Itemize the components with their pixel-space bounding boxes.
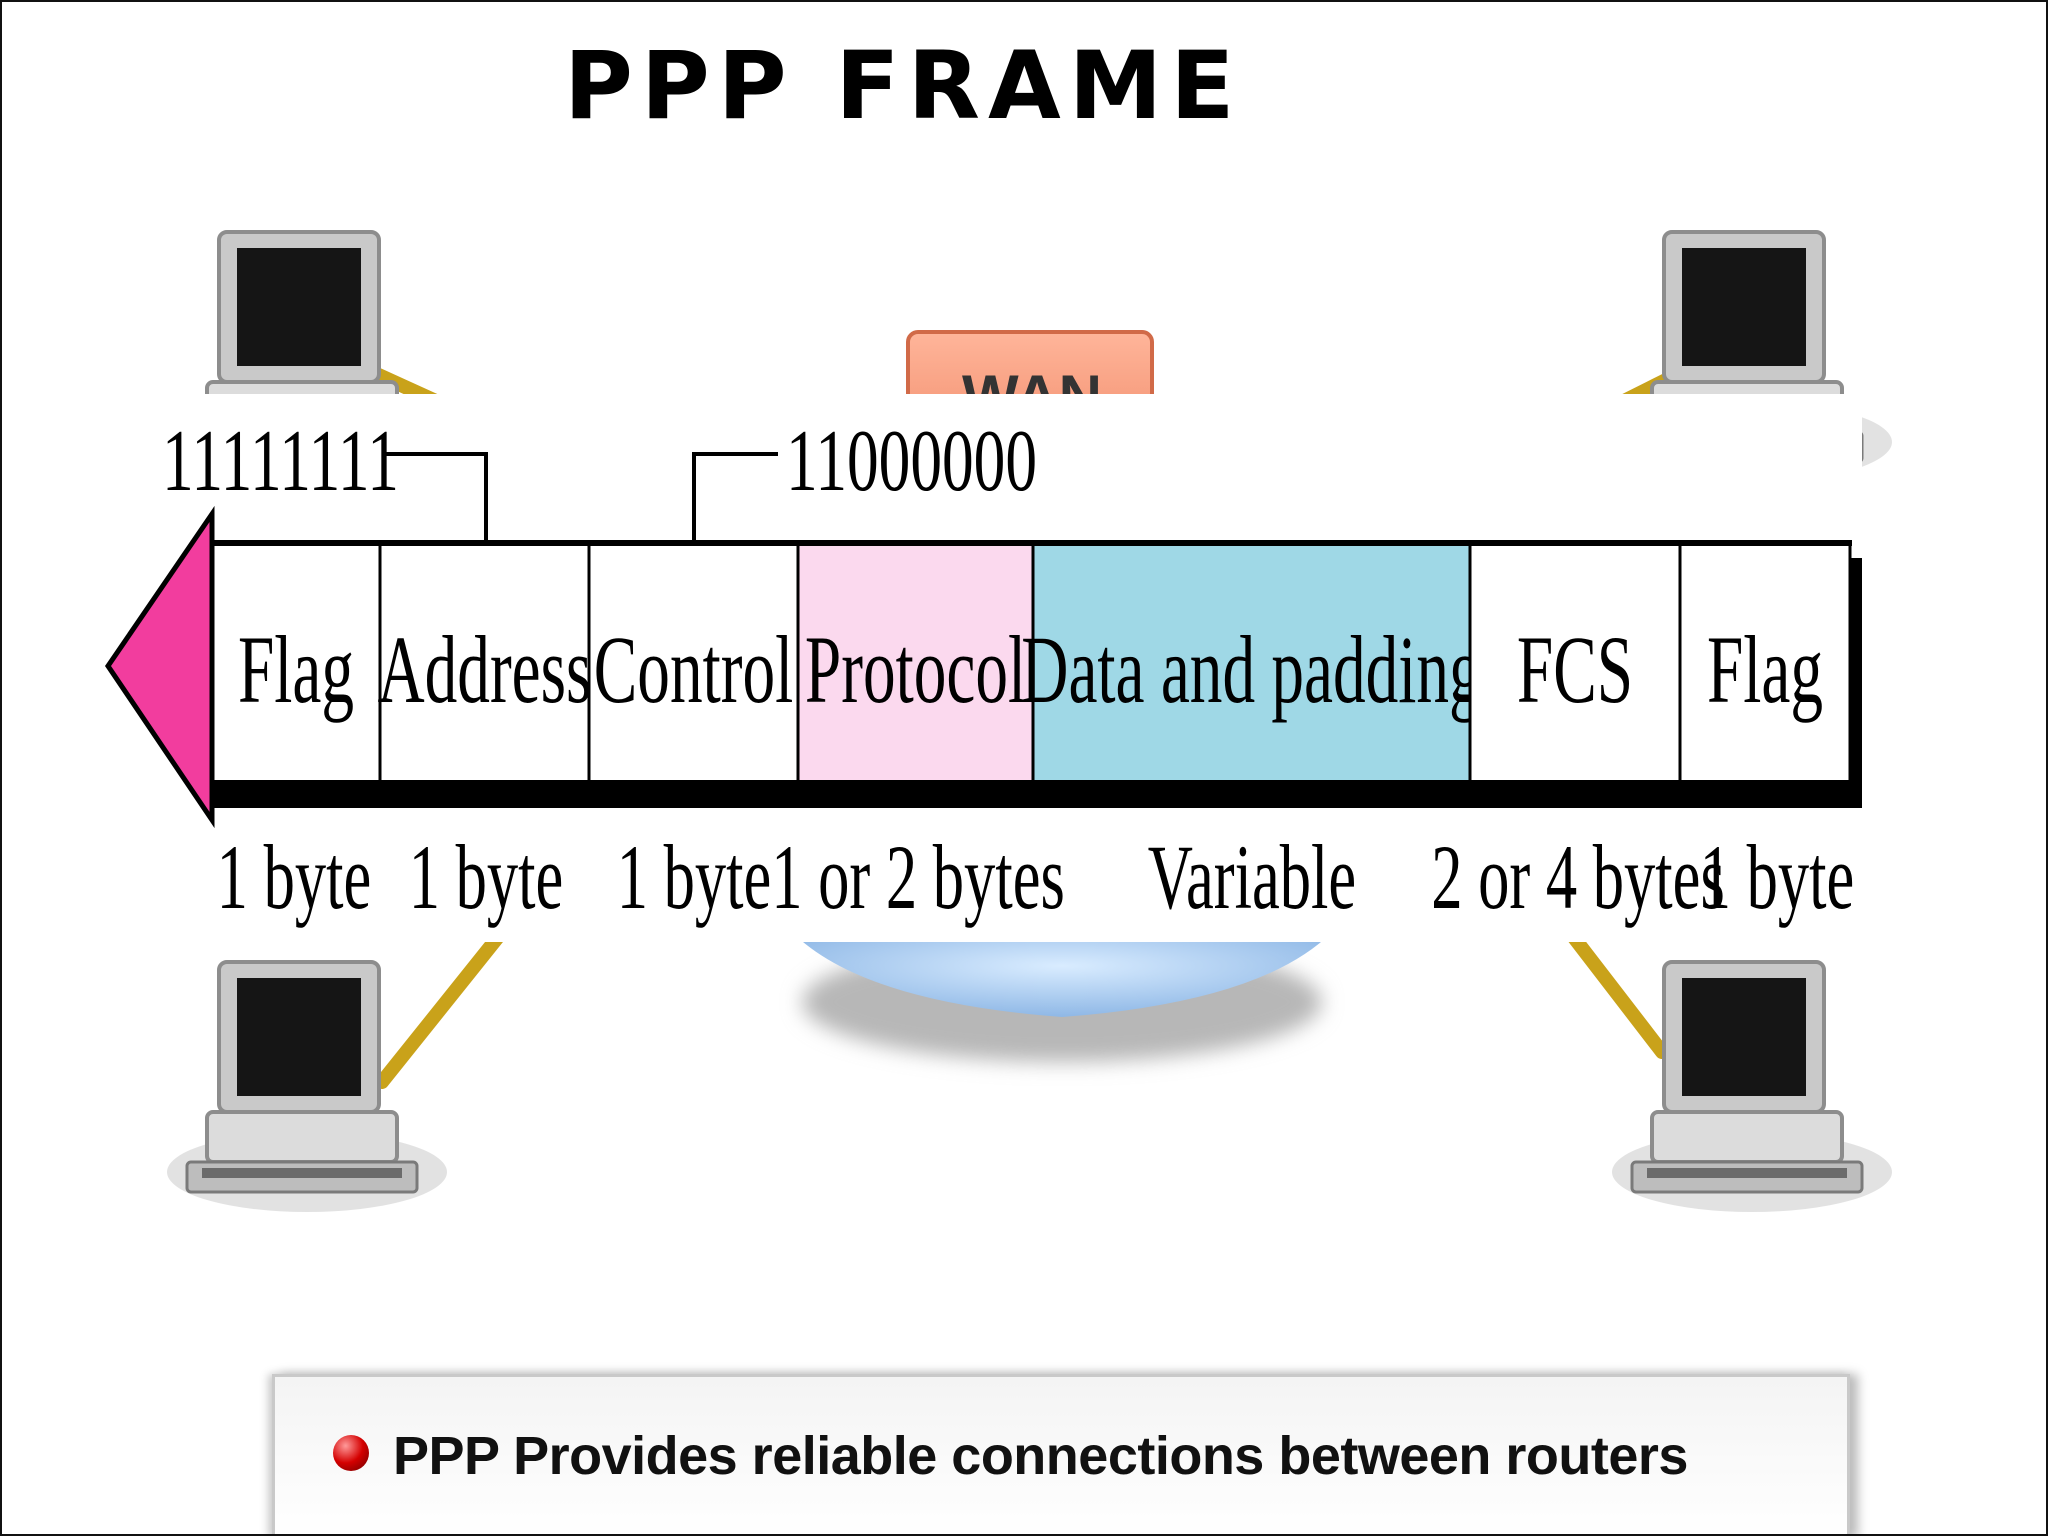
frame-field-label: Flag	[1707, 617, 1823, 723]
frame-field-box	[210, 542, 382, 784]
frame-field-label: Data and padding	[1021, 617, 1481, 723]
frame-field-label: Protocol	[805, 617, 1026, 723]
address-value-label: 11111111	[162, 412, 399, 510]
frame-field-size: 1 byte	[217, 827, 372, 929]
frame-field-box	[1031, 542, 1472, 784]
frame-field-size: 1 or 2 bytes	[771, 827, 1065, 929]
frame-field-label: Control	[594, 617, 793, 723]
computer-icon	[167, 960, 447, 1212]
frame-field-size: 1 byte	[1700, 827, 1855, 929]
page-title: PPP FRAME	[564, 32, 1243, 141]
frame-top-rule	[212, 540, 1852, 546]
frame-field-box	[796, 542, 1035, 784]
caption-box: PPP Provides reliable connections betwee…	[272, 1374, 1850, 1534]
frame-field-label: Flag	[238, 617, 354, 723]
wan-cloud	[792, 932, 1332, 1017]
frame-field-box	[587, 542, 800, 784]
caption-text: PPP Provides reliable connections betwee…	[393, 1426, 1688, 1486]
frame-field-size: 1 byte	[409, 827, 564, 929]
frame-field-label: Address	[378, 617, 592, 723]
frame-field-size: Variable	[1148, 827, 1356, 929]
control-connector	[692, 452, 778, 572]
computer-icon	[1612, 960, 1892, 1212]
frame-field-box	[378, 542, 591, 784]
frame-field-box	[1678, 542, 1852, 784]
frame-field-label: FCS	[1517, 617, 1633, 723]
frame-field-size: 1 byte	[617, 827, 772, 929]
frame-field-size: 2 or 4 bytes	[1431, 827, 1725, 929]
address-connector	[382, 452, 488, 572]
bullet-icon	[333, 1435, 369, 1471]
control-value-label: 11000000	[786, 412, 1037, 510]
left-arrow-icon	[104, 505, 215, 829]
frame-bottom-rule	[212, 780, 1852, 806]
